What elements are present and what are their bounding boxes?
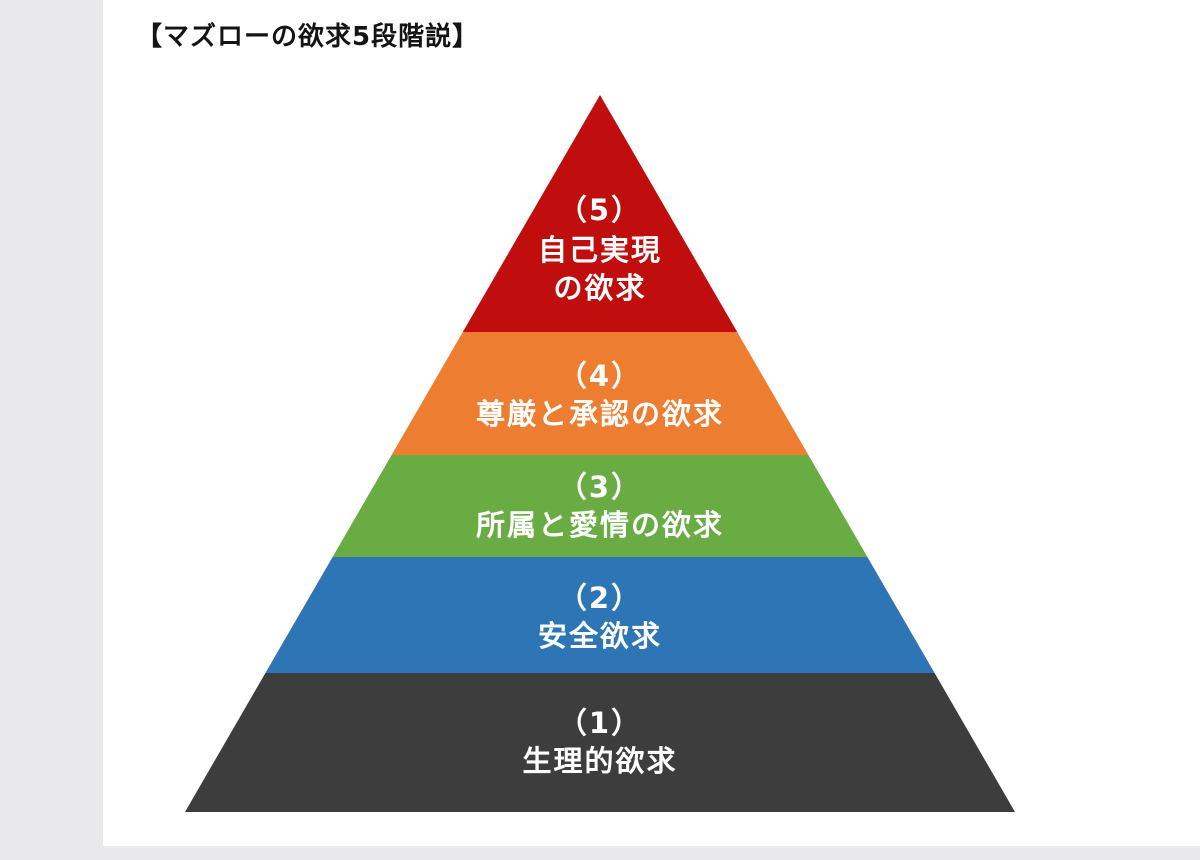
level-5-label-line2: の欲求 xyxy=(553,271,646,305)
level-3-label: 所属と愛情の欲求 xyxy=(476,508,724,542)
level-4-label: 尊厳と承認の欲求 xyxy=(476,397,724,431)
level-2-label: 安全欲求 xyxy=(538,619,662,653)
level-5-label-line1: 自己実現 xyxy=(538,233,662,267)
pyramid-level-4-shape xyxy=(391,332,809,455)
level-3-number-label: （3） xyxy=(558,470,642,504)
level-1-number-label: （1） xyxy=(558,706,642,740)
pyramid-level-1-shape xyxy=(185,673,1015,812)
level-4-number-label: （4） xyxy=(558,359,642,393)
page-title: 【マズローの欲求5段階説】 xyxy=(136,22,480,52)
level-2-number-label: （2） xyxy=(558,581,642,615)
pyramid-level-2-shape xyxy=(265,557,935,673)
pyramid-level-5-shape xyxy=(462,95,738,332)
level-5-number-label: （5） xyxy=(558,193,642,227)
pyramid-level-3-shape xyxy=(332,455,868,557)
level-1-label: 生理的欲求 xyxy=(522,744,677,778)
